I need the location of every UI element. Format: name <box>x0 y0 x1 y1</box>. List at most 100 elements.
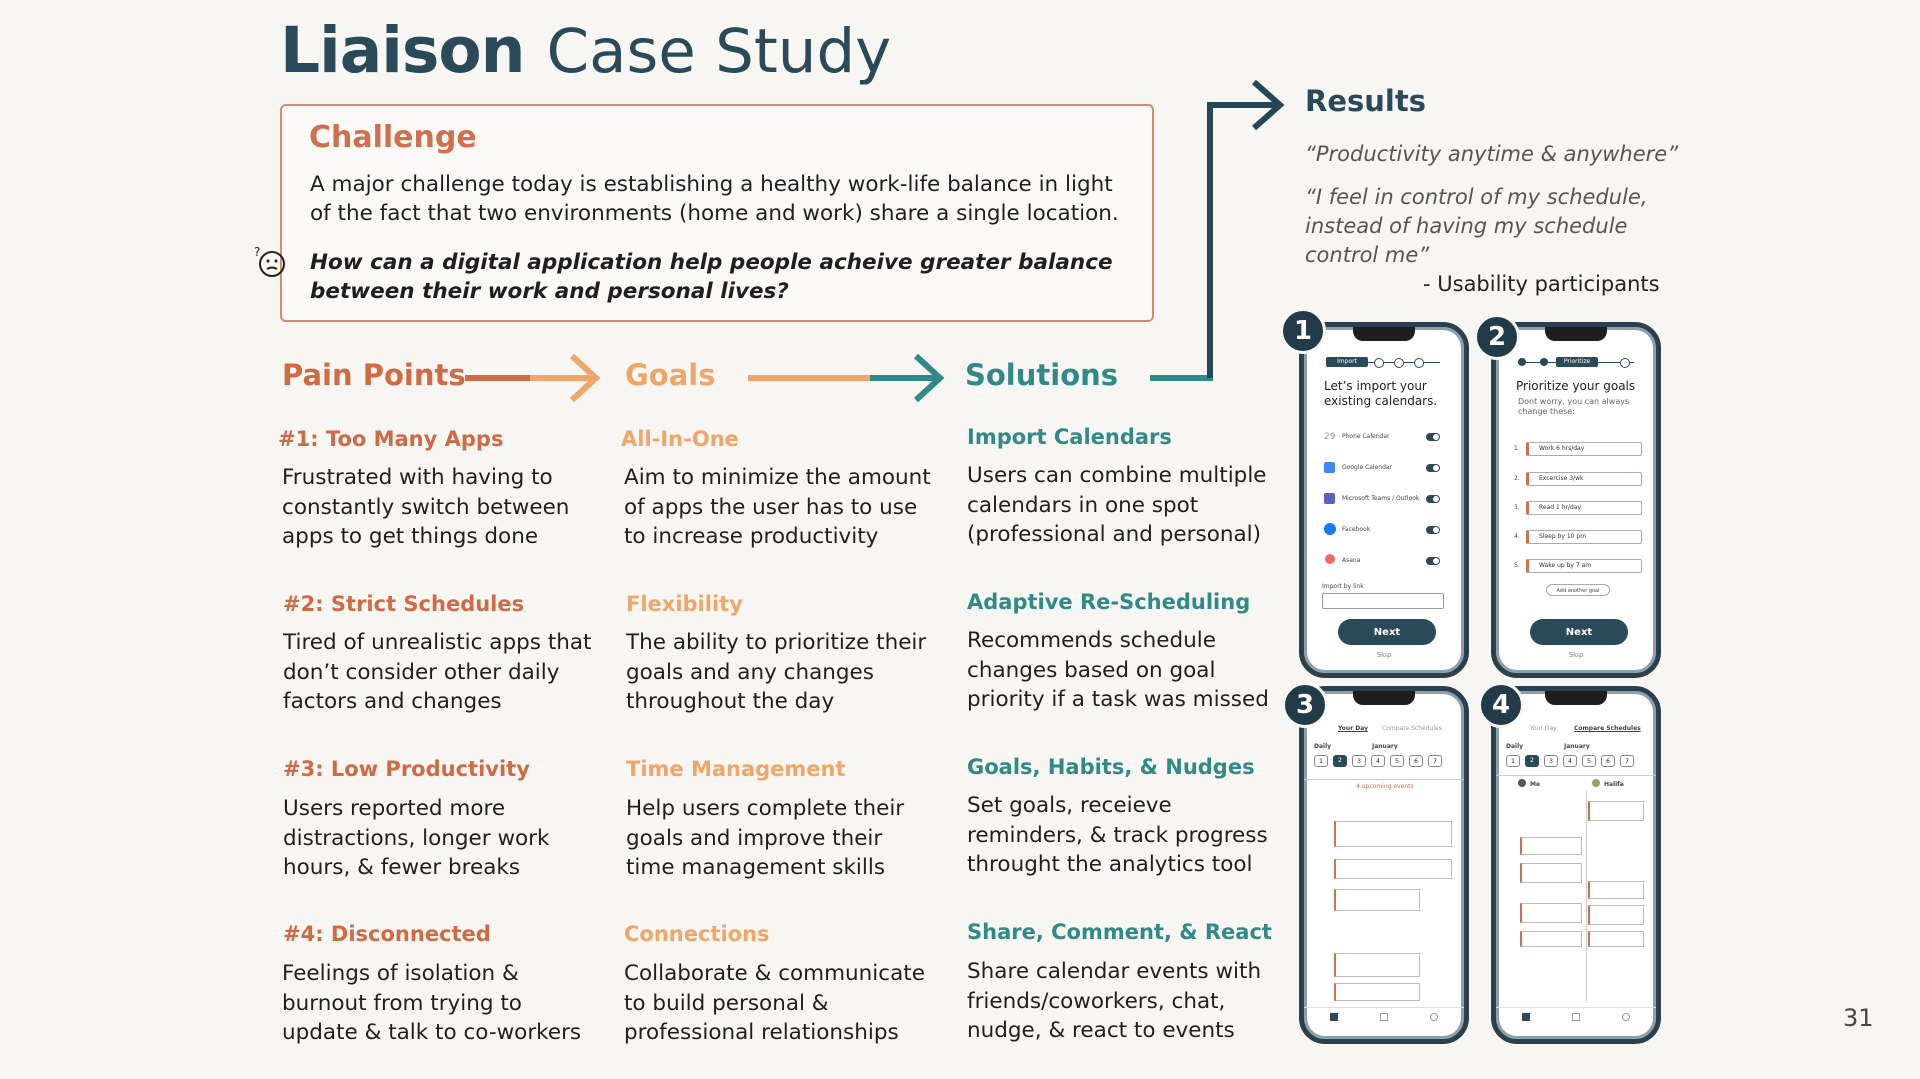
home-icon[interactable] <box>1522 1013 1530 1021</box>
pain-point-title: #4: Disconnected <box>283 922 491 946</box>
calendar-event[interactable] <box>1588 931 1644 947</box>
results-quote: “Productivity anytime & anywhere” <box>1305 142 1679 166</box>
calendar-event[interactable] <box>1334 821 1452 847</box>
day-cell[interactable]: 3 <box>1352 755 1366 767</box>
google-calendar-icon <box>1324 462 1335 473</box>
calendar-event[interactable] <box>1520 903 1582 923</box>
goal-item[interactable]: Work 6 hrs/day <box>1526 442 1642 456</box>
day-cell[interactable]: 2 <box>1525 755 1539 767</box>
page-title: Liaison Case Study <box>280 14 891 94</box>
day-strip: 1 2 3 4 5 6 7 <box>1314 755 1454 767</box>
day-cell[interactable]: 1 <box>1314 755 1328 767</box>
solution-title: Goals, Habits, & Nudges <box>967 755 1255 779</box>
phone-prioritize-goals: Prioritize Prioritize your goals Dont wo… <box>1491 322 1661 678</box>
source-label: Phone Calendar <box>1342 433 1390 440</box>
day-cell[interactable]: 6 <box>1601 755 1615 767</box>
home-icon[interactable] <box>1330 1013 1338 1021</box>
source-toggle[interactable] <box>1426 526 1440 534</box>
view-select[interactable]: Daily <box>1506 743 1524 750</box>
goal-item[interactable]: Sleep by 10 pm <box>1526 530 1642 544</box>
goal-item[interactable]: Excercise 3/wk <box>1526 472 1642 486</box>
user-name: Me <box>1530 781 1541 788</box>
goal-title: Flexibility <box>626 592 743 616</box>
calendar-event[interactable] <box>1588 801 1644 821</box>
solutions-heading: Solutions <box>965 358 1119 392</box>
phone-title: existing calendars. <box>1324 394 1438 408</box>
results-heading: Results <box>1305 84 1426 118</box>
calendar-event[interactable] <box>1334 953 1420 977</box>
pain-point-desc: Users reported more distractions, longer… <box>283 796 550 880</box>
day-cell[interactable]: 4 <box>1563 755 1577 767</box>
results-quote: control me” <box>1305 243 1430 267</box>
svg-text:?: ? <box>254 245 260 259</box>
day-cell[interactable]: 6 <box>1409 755 1423 767</box>
day-cell[interactable]: 3 <box>1544 755 1558 767</box>
day-cell[interactable]: 5 <box>1390 755 1404 767</box>
next-button[interactable]: Next <box>1530 619 1628 645</box>
import-link-label: Import by link <box>1322 583 1364 590</box>
month-select[interactable]: January <box>1564 743 1590 750</box>
phone-title: Let’s import your <box>1324 379 1427 393</box>
source-label: Google Calendar <box>1342 464 1393 471</box>
day-cell[interactable]: 7 <box>1620 755 1634 767</box>
user-name[interactable]: Halifa <box>1604 781 1624 788</box>
solution-title: Adaptive Re-Scheduling <box>967 590 1251 614</box>
day-cell[interactable]: 5 <box>1582 755 1596 767</box>
goal-desc: The ability to prioritize their goals an… <box>626 630 927 714</box>
day-cell[interactable]: 4 <box>1371 755 1385 767</box>
progress-icon[interactable] <box>1380 1013 1388 1021</box>
tab-your-day[interactable]: Your Day <box>1530 725 1557 732</box>
challenge-box <box>280 104 1154 322</box>
pain-point-desc: Feelings of isolation & burnout from try… <box>282 961 582 1045</box>
tab-compare-schedules[interactable]: Compare Schedules <box>1574 725 1641 732</box>
profile-icon[interactable] <box>1430 1013 1438 1021</box>
add-goal-button[interactable]: Add another goal <box>1546 584 1610 596</box>
goal-item[interactable]: Wake up by 7 am <box>1526 559 1642 573</box>
calendar-icon: 29 <box>1324 432 1336 442</box>
challenge-text: A major challenge today is establishing … <box>310 172 1119 226</box>
day-cell[interactable]: 1 <box>1506 755 1520 767</box>
import-link-input[interactable] <box>1322 593 1444 609</box>
source-toggle[interactable] <box>1426 495 1440 503</box>
source-toggle[interactable] <box>1426 557 1440 565</box>
source-toggle[interactable] <box>1426 464 1440 472</box>
source-label: Facebook <box>1342 526 1371 533</box>
asana-icon <box>1325 554 1335 564</box>
calendar-event[interactable] <box>1520 863 1582 883</box>
phone-import-calendars: Import Let’s import your existing calend… <box>1299 322 1469 678</box>
goal-title: Connections <box>624 922 770 946</box>
phone-your-day: Your Day Compare Schedules Daily January… <box>1299 686 1469 1044</box>
tab-your-day[interactable]: Your Day <box>1338 725 1368 732</box>
brand-logo: Liaison <box>280 14 525 87</box>
goal-item[interactable]: Read 1 hr/day <box>1526 501 1642 515</box>
source-toggle[interactable] <box>1426 433 1440 441</box>
calendar-event[interactable] <box>1520 837 1582 855</box>
day-cell[interactable]: 7 <box>1428 755 1442 767</box>
calendar-event[interactable] <box>1588 881 1644 899</box>
step-indicator: Import <box>1326 357 1368 367</box>
calendar-event[interactable] <box>1334 983 1420 1001</box>
goal-desc: Collaborate & communicate to build perso… <box>624 961 925 1045</box>
calendar-event[interactable] <box>1520 931 1582 947</box>
calendar-event[interactable] <box>1588 905 1644 925</box>
pain-point-desc: Frustrated with having to constantly swi… <box>282 465 570 549</box>
step-indicator: Prioritize <box>1556 357 1598 367</box>
next-button[interactable]: Next <box>1338 619 1436 645</box>
solution-desc: Set goals, receieve reminders, & track p… <box>967 793 1268 877</box>
progress-icon[interactable] <box>1572 1013 1580 1021</box>
title-case-study: Case Study <box>546 16 892 87</box>
phone-subtitle: Dont worry, you can always <box>1518 397 1630 406</box>
day-cell[interactable]: 2 <box>1333 755 1347 767</box>
month-select[interactable]: January <box>1372 743 1398 750</box>
profile-icon[interactable] <box>1622 1013 1630 1021</box>
skip-link[interactable]: Skip <box>1568 651 1584 659</box>
challenge-heading: Challenge <box>309 120 477 155</box>
facebook-icon <box>1324 523 1336 535</box>
calendar-event[interactable] <box>1334 889 1420 911</box>
view-select[interactable]: Daily <box>1314 743 1332 750</box>
skip-link[interactable]: Skip <box>1376 651 1392 659</box>
page-number: 31 <box>1843 1004 1874 1032</box>
tab-compare-schedules[interactable]: Compare Schedules <box>1382 725 1442 732</box>
calendar-event[interactable] <box>1334 859 1452 879</box>
